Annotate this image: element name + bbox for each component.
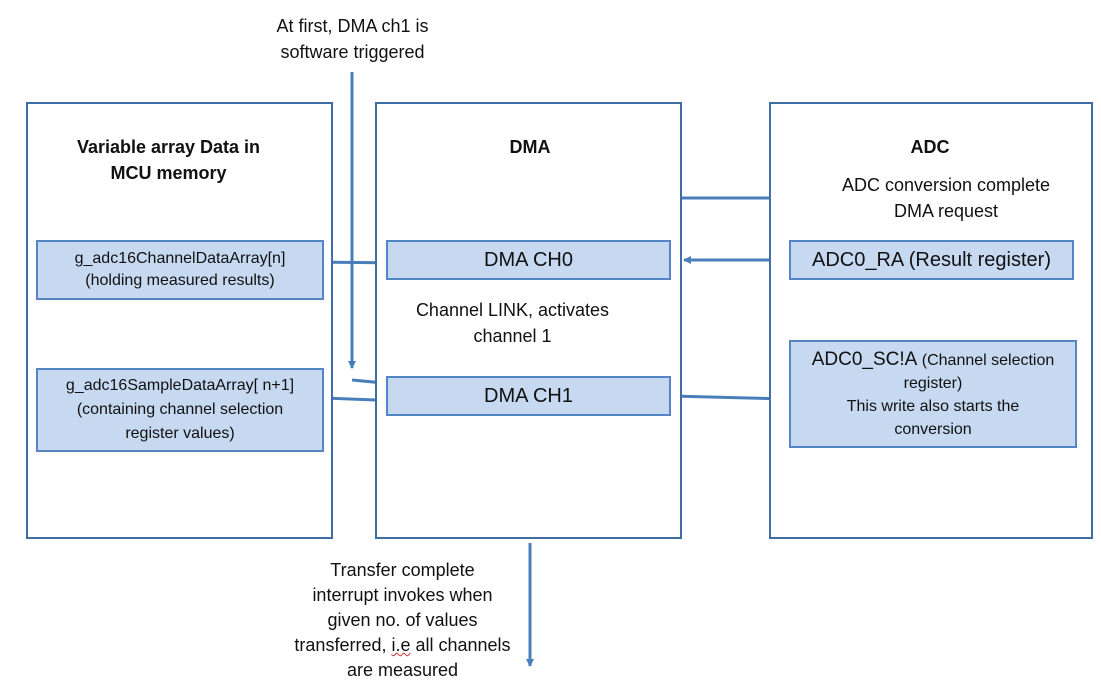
dma-ch1-box: DMA CH1 [386,376,671,416]
adc0-ra-box: ADC0_RA (Result register) [789,240,1074,280]
adc-request-label: ADC conversion complete DMA request [841,175,1051,221]
adc-panel [769,102,1093,539]
adc-panel-title: ADC [910,137,950,157]
ch1-to-sc1a-arrow [670,394,787,403]
adc0-sc1a-name: ADC0_SC!A [811,348,918,370]
software-trigger-note: At first, DMA ch1 is software triggered [276,16,429,62]
adc0-sc1a-box: ADC0_SC!A (Channel selection register) T… [789,340,1077,448]
sample-data-array-box: g_adc16SampleDataArray[ n+1] (containing… [36,368,324,452]
transfer-complete-label: Transfer complete interrupt invokes when… [294,560,511,680]
channel-link-label: Channel LINK, activates channel 1 [415,300,610,346]
memory-panel-title: Variable array Data in MCU memory [76,137,261,183]
channel-data-array-box: g_adc16ChannelDataArray[n] (holding meas… [36,240,324,300]
memory-panel [26,102,333,539]
dma-panel-title: DMA [509,137,551,157]
dma-panel [375,102,682,539]
dma-ch0-box: DMA CH0 [386,240,671,280]
